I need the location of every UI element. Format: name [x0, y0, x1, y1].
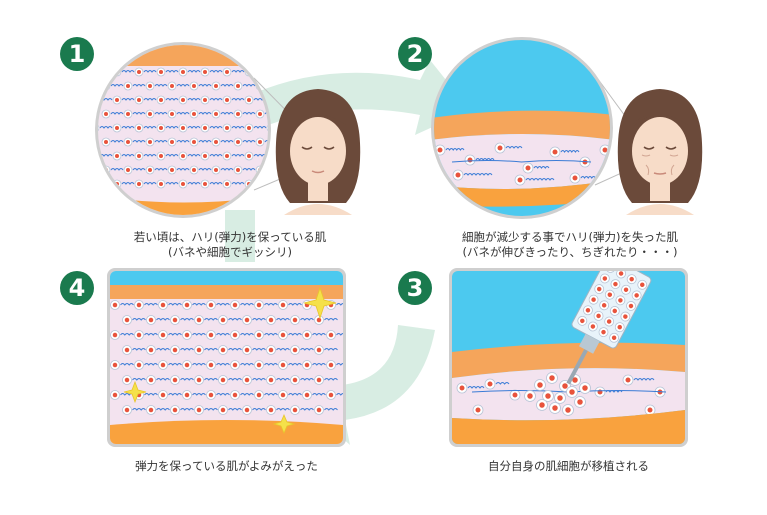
panel-3-transplant: [449, 268, 688, 447]
step-3-caption: 自分自身の肌細胞が移植される: [452, 459, 685, 474]
step-1-caption-line2: (バネや細胞でギッシリ): [168, 245, 292, 259]
sparkle-icons: [123, 286, 337, 435]
aged-woman-face-icon: [617, 89, 703, 215]
panel-1-young-skin: [95, 42, 271, 218]
step-2-badge: 2: [398, 37, 432, 71]
step-1-caption: 若い頃は、ハリ(弾力)を保っている肌 (バネや細胞でギッシリ): [110, 230, 350, 260]
step-2-caption-line1: 細胞が減少する事でハリ(弾力)を失った肌: [462, 230, 678, 244]
step-2-caption: 細胞が減少する事でハリ(弾力)を失った肌 (バネが伸びきったり、ちぎれたり・・・…: [440, 230, 700, 260]
step-4-caption: 弾力を保っている肌がよみがえった: [110, 459, 343, 474]
step-1-badge: 1: [60, 37, 94, 71]
step-3-caption-line1: 自分自身の肌細胞が移植される: [488, 459, 649, 473]
step-1-caption-line1: 若い頃は、ハリ(弾力)を保っている肌: [133, 230, 327, 244]
syringe-icon: [566, 271, 652, 385]
step-4-badge: 4: [60, 271, 94, 305]
panel-2-aged-skin: [431, 37, 613, 219]
step-3-badge: 3: [398, 271, 432, 305]
step-4-caption-line1: 弾力を保っている肌がよみがえった: [135, 459, 318, 473]
young-woman-face-icon: [275, 89, 361, 215]
panel-4-restored-skin: [107, 268, 346, 447]
step-2-caption-line2: (バネが伸びきったり、ちぎれたり・・・): [462, 245, 678, 259]
